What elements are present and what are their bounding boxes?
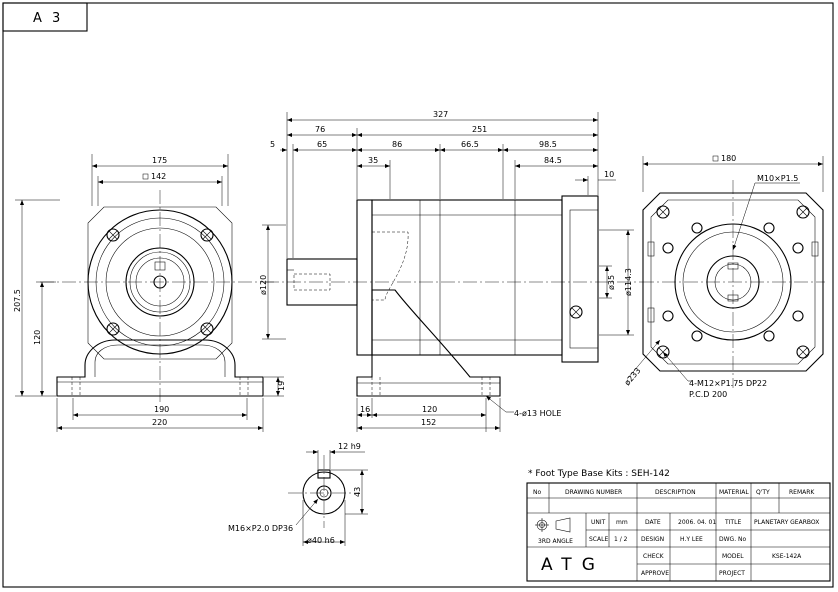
date-value: 2006. 04. 01 [678, 519, 716, 526]
dim-220: 220 [152, 418, 167, 427]
dim-251: 251 [472, 125, 487, 134]
approve-label: APPROVE [641, 570, 669, 577]
col-qty: Q'TY [756, 489, 770, 496]
dim-98-5: 98.5 [539, 140, 557, 149]
check-label: CHECK [643, 553, 665, 560]
dim-175: 175 [152, 156, 167, 165]
dwg-label: DWG. No [719, 536, 747, 543]
scale-value: 1 / 2 [614, 536, 628, 543]
dim-dia120: ø120 [259, 275, 268, 295]
col-description: DESCRIPTION [655, 489, 696, 496]
tap-m10: M10×P1.5 [757, 174, 798, 183]
dim-142: 142 [151, 172, 166, 181]
pcd-200: P.C.D 200 [689, 390, 727, 399]
col-drawing-number: DRAWING NUMBER [565, 489, 622, 496]
rear-bolt-holes [656, 205, 810, 359]
col-material: MATERIAL [719, 489, 749, 496]
title-label: TITLE [724, 519, 741, 526]
dim-dia40: ø40 h6 [307, 536, 335, 545]
dim-dia233: ø233 [623, 366, 643, 387]
title-block: No DRAWING NUMBER DESCRIPTION MATERIAL Q… [526, 482, 831, 582]
dim-10: 10 [604, 170, 614, 179]
dim-76: 76 [315, 125, 325, 134]
projection-label: 3RD ANGLE [538, 538, 573, 545]
dim-dia35: ø35 [607, 275, 616, 290]
unit-label: UNIT [591, 519, 606, 526]
dim-152: 152 [421, 418, 436, 427]
dim-207-5: 207.5 [13, 289, 22, 312]
tap-m12: 4-M12×P1.75 DP22 [689, 379, 767, 388]
dim-66-5: 66.5 [461, 140, 479, 149]
model-label: MODEL [722, 553, 744, 560]
front-view: 175 142 207.5 120 190 220 19 [13, 154, 286, 432]
dim-86: 86 [392, 140, 402, 149]
project-label: PROJECT [719, 570, 745, 577]
hole-note: 4-ø13 HOLE [514, 409, 561, 418]
dim-65: 65 [317, 140, 327, 149]
shaft-detail: 12 h9 43 M16×P2.0 DP36 ø40 h6 [228, 442, 368, 546]
col-no: No [533, 489, 541, 496]
sheet-size-box [2, 2, 88, 32]
scale-label: SCALE [589, 536, 608, 543]
rear-dim-180: 180 [721, 154, 736, 163]
dim-43: 43 [353, 487, 362, 497]
unit-value: mm [616, 519, 628, 526]
dim-84-5: 84.5 [544, 156, 562, 165]
key-12h9: 12 h9 [338, 442, 361, 451]
third-angle-symbol-icon [535, 517, 571, 533]
atg-logo: ATG [541, 555, 605, 575]
title-value: PLANETARY GEARBOX [754, 519, 819, 526]
col-remark: REMARK [789, 489, 815, 496]
model-value: KSE-142A [772, 553, 802, 560]
dim-16: 16 [360, 405, 370, 414]
dim-35: 35 [368, 156, 378, 165]
dim-dia114-3: ø114.3 [624, 268, 633, 296]
dim-327: 327 [433, 110, 448, 119]
dim-5: 5 [270, 140, 275, 149]
dim-120: 120 [33, 330, 42, 345]
sheet-size-label: A 3 [33, 11, 63, 26]
date-label: DATE [645, 519, 661, 526]
side-view: 327 76 251 5 65 86 66.5 98.5 35 84.5 10 … [259, 110, 640, 432]
tap-m16: M16×P2.0 DP36 [228, 524, 293, 533]
front-bolt-holes [106, 228, 214, 336]
design-label: DESIGN [641, 536, 664, 543]
dim-120-base: 120 [422, 405, 437, 414]
foot-type-note: * Foot Type Base Kits : SEH-142 [528, 469, 670, 479]
dim-19: 19 [277, 381, 286, 391]
design-value: H.Y LEE [680, 536, 703, 543]
dim-190: 190 [154, 405, 169, 414]
rear-view: 180 M10×P1.5 ø233 4-M12×P1.75 DP22 P.C.D… [623, 154, 825, 399]
